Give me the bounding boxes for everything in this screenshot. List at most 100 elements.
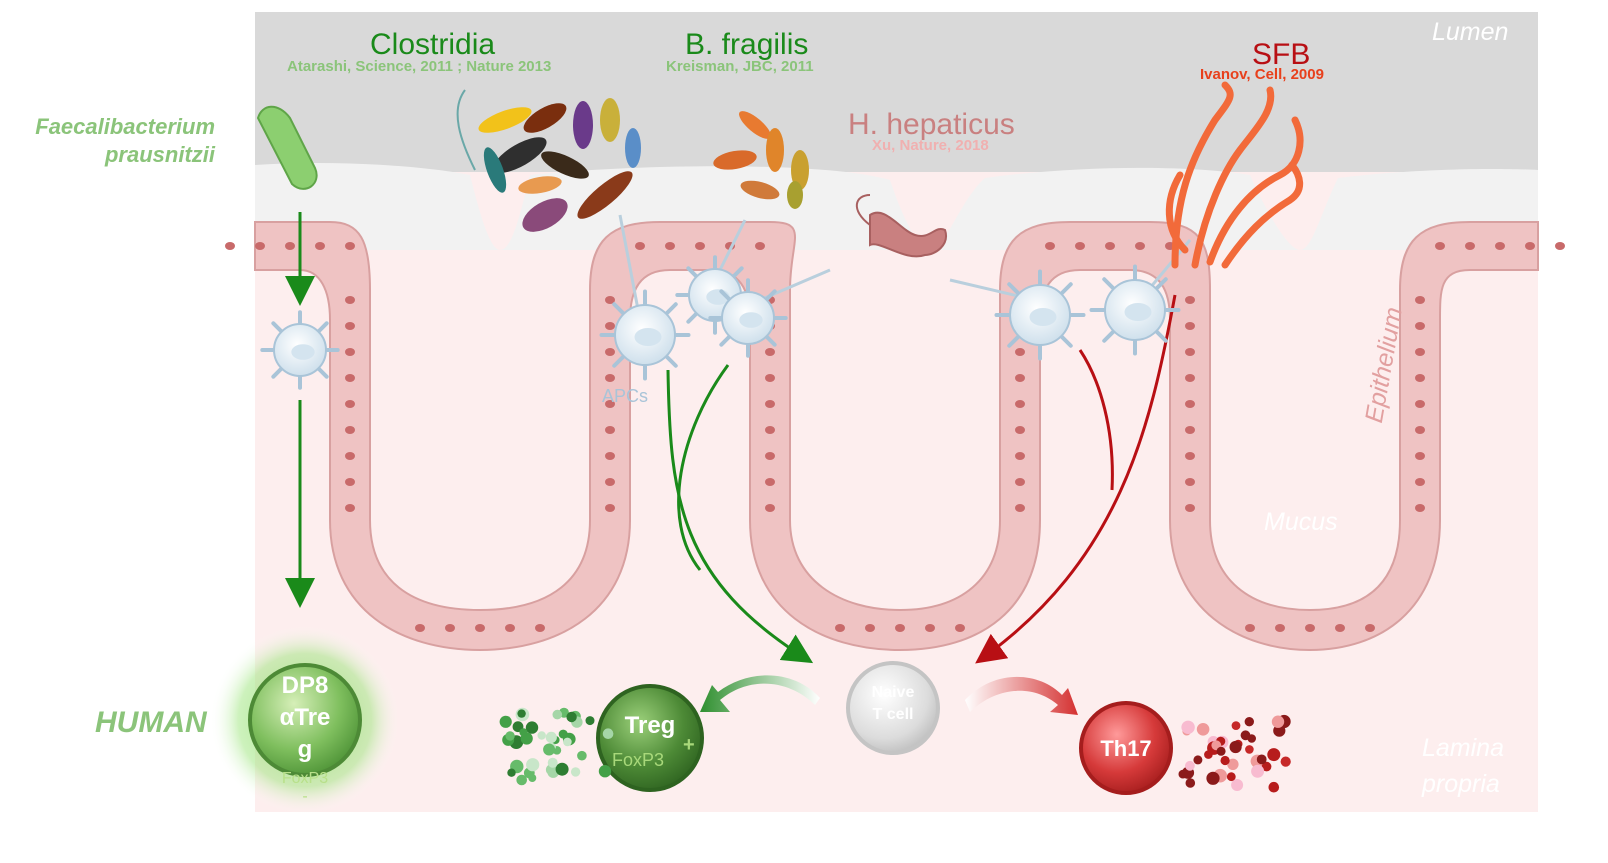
cytokine-dot <box>555 762 569 776</box>
cytokine-dot <box>1231 779 1244 791</box>
bfragilis-bacteria <box>713 111 809 209</box>
cytokine-dot <box>516 774 527 786</box>
nucleus <box>765 400 775 408</box>
nucleus <box>1415 374 1425 382</box>
nucleus <box>605 374 615 382</box>
nucleus <box>1105 242 1115 250</box>
arrow-apc-to-naive-2 <box>677 364 730 571</box>
cytokine-dot <box>1206 771 1220 785</box>
nucleus <box>605 348 615 356</box>
nucleus <box>1185 322 1195 330</box>
sfb-ref: Ivanov, Cell, 2009 <box>1200 66 1324 83</box>
nucleus <box>755 242 765 250</box>
nucleus <box>765 374 775 382</box>
nucleus <box>1435 242 1445 250</box>
faecali-name-1: Faecalibacterium <box>35 114 215 139</box>
nucleus <box>1185 452 1195 460</box>
nucleus <box>1185 374 1195 382</box>
nucleus <box>925 624 935 632</box>
naive-line2: T cell <box>872 706 914 723</box>
nucleus <box>1015 426 1025 434</box>
lumen-label: Lumen <box>1432 18 1509 46</box>
cytokine-dot <box>519 728 528 737</box>
nucleus <box>535 624 545 632</box>
nucleus <box>1135 242 1145 250</box>
cytokine-dot <box>507 768 516 777</box>
nucleus <box>605 296 615 304</box>
hhepaticus-ref: Xu, Nature, 2018 <box>872 137 989 154</box>
apc-cell <box>260 310 340 390</box>
th17-cytokines <box>1178 714 1291 793</box>
nucleus <box>225 242 235 250</box>
nucleus <box>1415 322 1425 330</box>
bfragilis-ref: Kreisman, JBC, 2011 <box>666 58 814 75</box>
cytokine-dot <box>499 715 512 728</box>
nucleus <box>765 452 775 460</box>
apc-cells <box>260 255 1181 390</box>
cytokine-dot <box>1267 748 1281 762</box>
nucleus <box>865 624 875 632</box>
naive-line1: Naive <box>871 684 915 701</box>
cytokine-dot <box>1240 730 1251 741</box>
nucleus <box>345 242 355 250</box>
cytokine-dot <box>563 737 572 747</box>
nucleus <box>415 624 425 632</box>
cytokine-dot <box>598 765 612 778</box>
clostridia-name: Clostridia <box>370 28 496 61</box>
arrow-apc-to-naive-1 <box>666 369 814 664</box>
nucleus <box>1305 624 1315 632</box>
nucleus <box>1415 504 1425 512</box>
nucleus <box>635 242 645 250</box>
lamina-label-2: propria <box>1422 770 1500 798</box>
dp8-cell <box>248 663 362 777</box>
nucleus <box>1525 242 1535 250</box>
nucleus <box>255 242 265 250</box>
nucleus <box>835 624 845 632</box>
nucleus <box>1465 242 1475 250</box>
arrow-sfb-to-naive <box>975 294 1177 664</box>
cytokine-dot <box>566 711 577 723</box>
nucleus <box>695 242 705 250</box>
treg-marker-plus: + <box>683 734 695 756</box>
hhepaticus-name: H. hepaticus <box>848 108 1015 141</box>
nucleus <box>505 624 515 632</box>
cytokine-dot <box>1220 755 1230 766</box>
cytokine-dot <box>1196 723 1210 736</box>
lumen-bg <box>255 12 1538 172</box>
cytokine-dot <box>1229 740 1242 754</box>
epithelium <box>254 221 1539 652</box>
cytokine-dot <box>1268 781 1280 793</box>
nucleus <box>665 242 675 250</box>
nucleus <box>1275 624 1285 632</box>
nucleus <box>1075 242 1085 250</box>
nucleus <box>605 322 615 330</box>
cytokine-dot <box>1244 717 1255 727</box>
nucleus <box>1415 426 1425 434</box>
arrow-naive-to-th17 <box>965 676 1078 715</box>
dp8-line2: αTre <box>279 704 331 731</box>
nucleus <box>1015 348 1025 356</box>
mucus-label: Mucus <box>1264 508 1338 536</box>
faecali-name-2: prausnitzii <box>104 142 215 167</box>
dp8-line1: DP8 <box>281 672 329 699</box>
nucleus <box>1185 296 1195 304</box>
cytokine-dot <box>1227 758 1239 770</box>
th17-cell <box>1079 701 1173 795</box>
cytokine-dot <box>1245 745 1254 754</box>
nucleus <box>1555 242 1565 250</box>
arrow-naive-to-treg <box>700 675 820 712</box>
nucleus <box>605 426 615 434</box>
nucleus <box>765 478 775 486</box>
nucleus <box>1335 624 1345 632</box>
nucleus <box>1045 242 1055 250</box>
lamina-label-1: Lamina <box>1422 734 1504 762</box>
cytokine-dot <box>577 750 587 761</box>
nucleus <box>345 426 355 434</box>
cytokine-dot <box>1256 754 1267 765</box>
nucleus <box>605 400 615 408</box>
nucleus <box>1185 400 1195 408</box>
cytokine-dot <box>505 731 515 741</box>
nucleus <box>1015 400 1025 408</box>
cytokine-dot <box>543 743 556 756</box>
